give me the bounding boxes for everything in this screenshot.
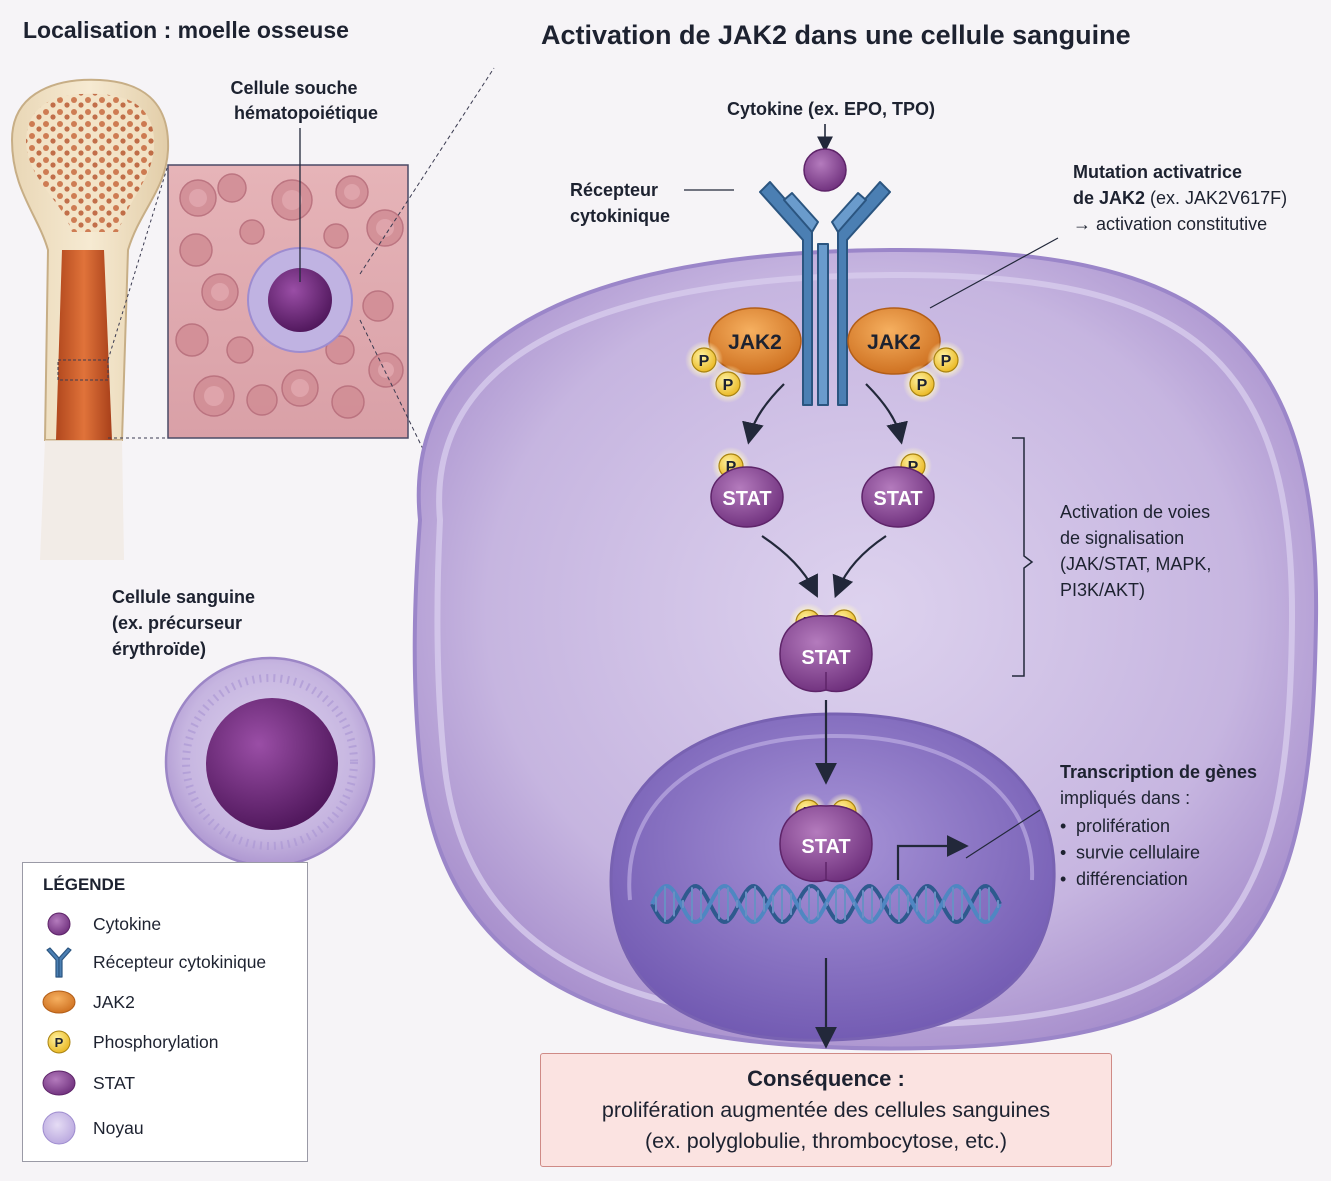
arrow-stat-dimerization-left <box>761 535 818 598</box>
blood-cell-label-line2: (ex. précurseur <box>112 613 242 633</box>
jak2-right-label: JAK2 <box>867 331 921 354</box>
receptor-label-line2: cytokinique <box>570 206 670 226</box>
transcription-start-arrow <box>896 835 969 880</box>
legend-label: STAT <box>93 1072 136 1093</box>
mutation-label-line3: → activation constitutive <box>1073 214 1267 234</box>
stat-dimer-cytoplasm: STAT <box>779 615 873 693</box>
stat-icon <box>39 1066 79 1100</box>
cytokine-icon <box>39 907 79 941</box>
transcription-bullet: • <box>1060 843 1066 863</box>
main-title: Activation de JAK2 dans une cellule sang… <box>541 20 1131 50</box>
legend-label: Cytokine <box>93 913 162 934</box>
legend-label: JAK2 <box>93 991 135 1012</box>
legend-item-jak2: JAK2 <box>39 985 299 1019</box>
legend-label: Phosphorylation <box>93 1031 219 1052</box>
legend: LÉGENDE Cytokine Récepteur cytokinique J… <box>22 862 308 1162</box>
phosphate-group: P <box>685 341 723 379</box>
blood-cell-label-line1: Cellule sanguine <box>112 587 255 607</box>
transcription-label-line2: impliqués dans : <box>1060 788 1190 808</box>
transcription-pointer-line <box>965 809 1041 859</box>
phosphate-group: P <box>927 341 965 379</box>
cytokine-label: Cytokine (ex. EPO, TPO) <box>727 99 935 119</box>
phosphate-label: P <box>908 459 919 476</box>
phosphate-label: P <box>699 353 710 370</box>
stat-dimer-nucleus: STAT <box>779 805 873 883</box>
consequence-line2: (ex. polyglobulie, thrombocytose, etc.) <box>644 1129 1008 1153</box>
mutation-label-example: (ex. JAK2V617F) <box>1145 188 1287 208</box>
pathway-label-line3: (JAK/STAT, MAPK, <box>1060 554 1211 574</box>
left-title: Localisation : moelle osseuse <box>23 17 349 43</box>
mutation-pointer-line <box>929 237 1059 309</box>
receptor-icon <box>39 945 79 979</box>
transcription-bullet: • <box>1060 816 1066 836</box>
blood-cell-illustration <box>164 656 376 868</box>
stat-right-label: STAT <box>873 488 922 510</box>
hsc-label-line2: hématopoiétique <box>234 103 378 123</box>
mutation-label-jak2: de JAK2 <box>1073 188 1145 208</box>
phosphate-label: P <box>917 377 928 394</box>
phosphorylation-icon: P <box>39 1025 79 1059</box>
nucleus-icon <box>39 1111 79 1145</box>
stat-dimer-label: STAT <box>801 647 850 669</box>
arrow-stat-dimerization-right <box>832 535 887 599</box>
connector-line <box>107 164 169 361</box>
arrow-jak-to-stat-right <box>865 383 908 445</box>
jak2-left-label: JAK2 <box>728 331 782 354</box>
marrow-tissue-panel <box>167 164 409 439</box>
arrow-jak-to-stat-left <box>742 383 785 445</box>
phosphate-group: P <box>903 365 941 403</box>
pathway-bracket <box>1012 437 1034 677</box>
hsc-label-line1: Cellule souche <box>230 78 357 98</box>
phosphorylation-icon-letter: P <box>55 1035 64 1050</box>
consequence-title: Conséquence : <box>747 1066 905 1091</box>
legend-title: LÉGENDE <box>43 875 126 894</box>
transcription-item: survie cellulaire <box>1076 843 1200 863</box>
jak2-right: JAK2 <box>847 307 941 375</box>
jak2-icon <box>39 985 79 1019</box>
transcription-label-line1: Transcription de gènes <box>1060 762 1257 782</box>
phosphate-label: P <box>726 459 737 476</box>
legend-label: Noyau <box>93 1117 144 1138</box>
cytokine-receptor <box>759 181 891 406</box>
phosphate-label: P <box>941 353 952 370</box>
legend-label: Récepteur cytokinique <box>93 951 267 972</box>
receptor-label-line1: Récepteur <box>570 180 658 200</box>
blood-cell-label-line3: érythroïde) <box>112 639 206 659</box>
zoom-line <box>359 319 445 493</box>
transcription-bullet: • <box>1060 869 1066 889</box>
phosphate-label: P <box>723 377 734 394</box>
stat-left: STAT <box>710 466 784 528</box>
legend-item-receptor: Récepteur cytokinique <box>39 945 299 979</box>
consequence-box: Conséquence : prolifération augmentée de… <box>540 1053 1112 1167</box>
cytokine-molecule <box>803 148 847 192</box>
pathway-label-line1: Activation de voies <box>1060 502 1210 522</box>
legend-item-nucleus: Noyau <box>39 1111 299 1145</box>
mutation-label-line2: de JAK2 (ex. JAK2V617F) <box>1073 188 1287 208</box>
pathway-label-line4: PI3K/AKT) <box>1060 580 1145 600</box>
phosphate-group: P <box>709 365 747 403</box>
pathway-label-line2: de signalisation <box>1060 528 1184 548</box>
mutation-label-line1: Mutation activatrice <box>1073 162 1242 182</box>
legend-item-stat: STAT <box>39 1066 299 1100</box>
legend-item-phosphorylation: P Phosphorylation <box>39 1025 299 1059</box>
zoom-line <box>359 67 495 275</box>
stat-nucleus-label: STAT <box>801 836 850 858</box>
stat-right: STAT <box>861 466 935 528</box>
legend-item-cytokine: Cytokine <box>39 907 299 941</box>
bone-illustration <box>10 78 170 560</box>
stat-left-label: STAT <box>722 488 771 510</box>
transcription-item: différenciation <box>1076 869 1188 889</box>
consequence-line1: prolifération augmentée des cellules san… <box>601 1098 1051 1122</box>
jak2-left: JAK2 <box>708 307 802 375</box>
transcription-item: prolifération <box>1076 816 1170 836</box>
dna-helix <box>650 883 1002 925</box>
